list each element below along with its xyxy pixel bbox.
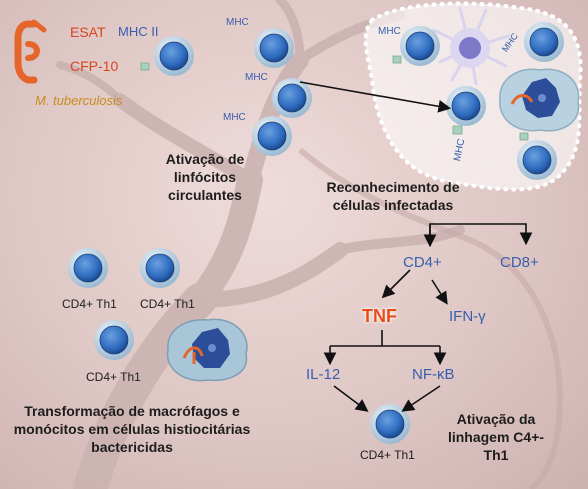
lineage-caption: Ativação da linhagem C4+-Th1 [447, 411, 545, 463]
t-cell [523, 21, 565, 63]
mhc-block [392, 55, 402, 64]
mhc-label: MHC [223, 112, 246, 123]
th1-label: CD4+ Th1 [62, 297, 117, 311]
mhc2-label: MHC II [118, 24, 159, 39]
flow-arrows [323, 223, 533, 412]
dendritic-cell [432, 6, 510, 86]
activation-caption: Ativação de linfócitos circulantes [165, 151, 245, 203]
mhc-label: MHC [378, 26, 401, 37]
infected-macrophage [499, 68, 580, 132]
t-cell [153, 35, 195, 77]
il12-label: IL-12 [306, 366, 341, 383]
mhc-block [452, 125, 463, 135]
th1-cell [67, 247, 109, 289]
mhc-label: MHC [226, 17, 249, 28]
th1-label: CD4+ Th1 [86, 370, 141, 384]
t-cell [445, 85, 487, 127]
t-cell [399, 25, 441, 67]
cd4-label: CD4+ [403, 254, 442, 271]
cd8-label: CD8+ [500, 254, 539, 271]
nfkb-label: NF-κB [412, 366, 455, 383]
esat-label: ESAT [70, 24, 106, 40]
cfp10-label: CFP-10 [70, 58, 119, 74]
th1-label: CD4+ Th1 [140, 297, 195, 311]
mhc-block [519, 132, 529, 141]
t-cell [516, 139, 558, 181]
th1-cell [93, 319, 135, 361]
th1-cell [139, 247, 181, 289]
thorax-outline [298, 147, 564, 489]
airway-tree [56, 0, 465, 489]
mhc-label: MHC [245, 72, 268, 83]
th1-label: CD4+ Th1 [360, 448, 415, 462]
tnf-label: TNF [362, 306, 397, 326]
arrow-mhc-to-zone [299, 81, 452, 113]
recognition-caption: Reconhecimento de células infectadas [326, 179, 460, 213]
t-cell [271, 77, 313, 119]
t-cell [253, 27, 295, 69]
esat-cfp-receptor-icon [14, 19, 47, 84]
infected-macrophage [166, 318, 248, 382]
mhc-block [140, 62, 150, 71]
organism-label: M. tuberculosis [35, 93, 123, 108]
transformation-caption: Transformação de macrófagos e monócitos … [13, 403, 251, 455]
ifn-gamma-label: IFN-γ [449, 308, 486, 325]
